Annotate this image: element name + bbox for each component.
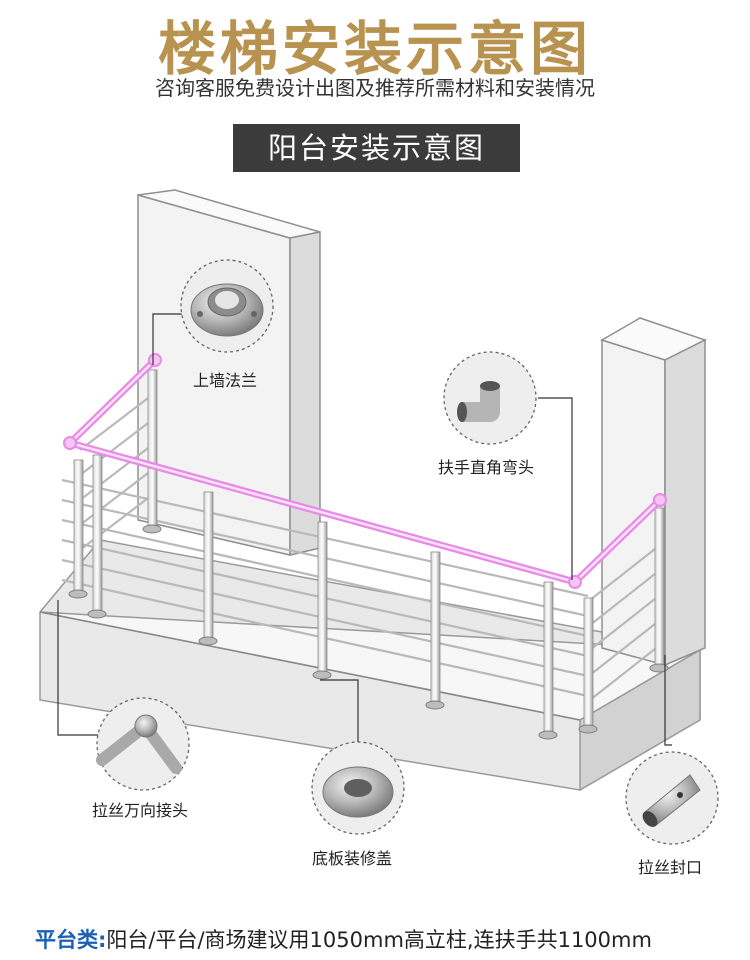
cable-joint-magnifier	[96, 697, 190, 791]
wall-flange-magnifier	[180, 259, 274, 353]
page-subtitle: 咨询客服免费设计出图及推荐所需材料和安装情况	[155, 76, 595, 100]
railing-posts	[68, 369, 669, 740]
page-title: 楼梯安装示意图	[157, 15, 592, 83]
footer-category: 平台类:	[35, 928, 107, 952]
callout-wall-flange: 上墙法兰	[193, 371, 258, 390]
footer-note: 平台类:阳台/平台/商场建议用1050mm高立柱,连扶手共1100mm	[35, 924, 652, 954]
base-cover-magnifier	[311, 741, 405, 835]
footer-text: 阳台/平台/商场建议用1050mm高立柱,连扶手共1100mm	[106, 928, 652, 952]
cable-end-cap-magnifier	[625, 751, 719, 845]
section-banner: 阳台安装示意图	[233, 124, 520, 172]
callout-cable-end-cap: 拉丝封口	[638, 858, 703, 877]
callout-cable-joint: 拉丝万向接头	[92, 801, 189, 820]
callout-leaders	[57, 313, 672, 746]
right-wall	[600, 317, 707, 667]
callout-base-cover: 底板装修盖	[312, 849, 393, 868]
handrail	[63, 353, 667, 589]
handrail-elbow-magnifier	[443, 351, 537, 445]
callout-handrail-elbow: 扶手直角弯头	[438, 458, 535, 477]
